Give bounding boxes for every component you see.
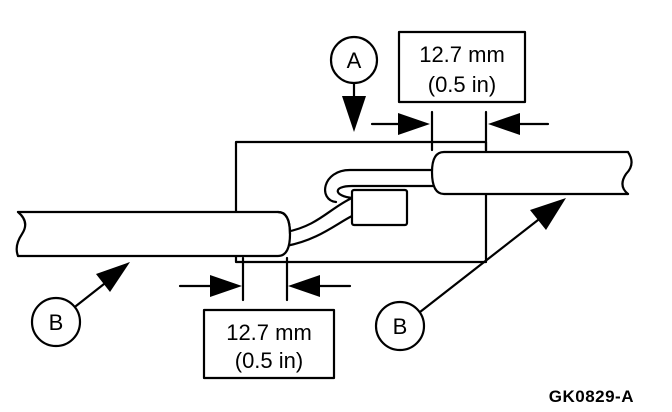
top-dim-metric: 12.7 mm <box>419 42 505 67</box>
callout-b-left-circle <box>30 296 82 348</box>
bottom-dim-arrow-right-head <box>288 275 320 297</box>
callout-b-left-arrowhead <box>96 262 130 292</box>
top-dim-imperial: (0.5 in) <box>428 72 496 97</box>
inner-wire-upper <box>284 196 354 248</box>
top-dim-arrow-right-head <box>488 113 520 135</box>
callout-b-right-leader <box>418 218 540 314</box>
callout-a-label: A <box>347 48 362 73</box>
left-cable <box>16 210 292 258</box>
right-cable <box>430 150 630 196</box>
bottom-dim-metric: 12.7 mm <box>226 320 312 345</box>
callout-b-left-label: B <box>49 310 64 335</box>
right-cable-end <box>621 150 633 196</box>
crimp-connector <box>350 188 409 227</box>
bottom-dim-box <box>202 308 336 380</box>
callout-b-right-label: B <box>393 314 408 339</box>
callout-b-left-leader <box>74 282 106 308</box>
callout-a-arrowhead <box>342 96 366 132</box>
callout-b-right-circle <box>374 300 426 352</box>
figure-code: GK0829-A <box>549 387 634 406</box>
bottom-dim-arrow-left-head <box>210 275 242 297</box>
callout-b-right-arrowhead <box>530 198 566 230</box>
top-dim-arrow-left-head <box>398 113 430 135</box>
top-dim-box <box>397 30 527 104</box>
bottom-dim-imperial: (0.5 in) <box>235 348 303 373</box>
left-cable-end <box>15 210 27 258</box>
sleeve-outline <box>234 140 488 264</box>
inner-wire-loop <box>324 168 440 204</box>
left-cable-tip <box>276 210 292 236</box>
